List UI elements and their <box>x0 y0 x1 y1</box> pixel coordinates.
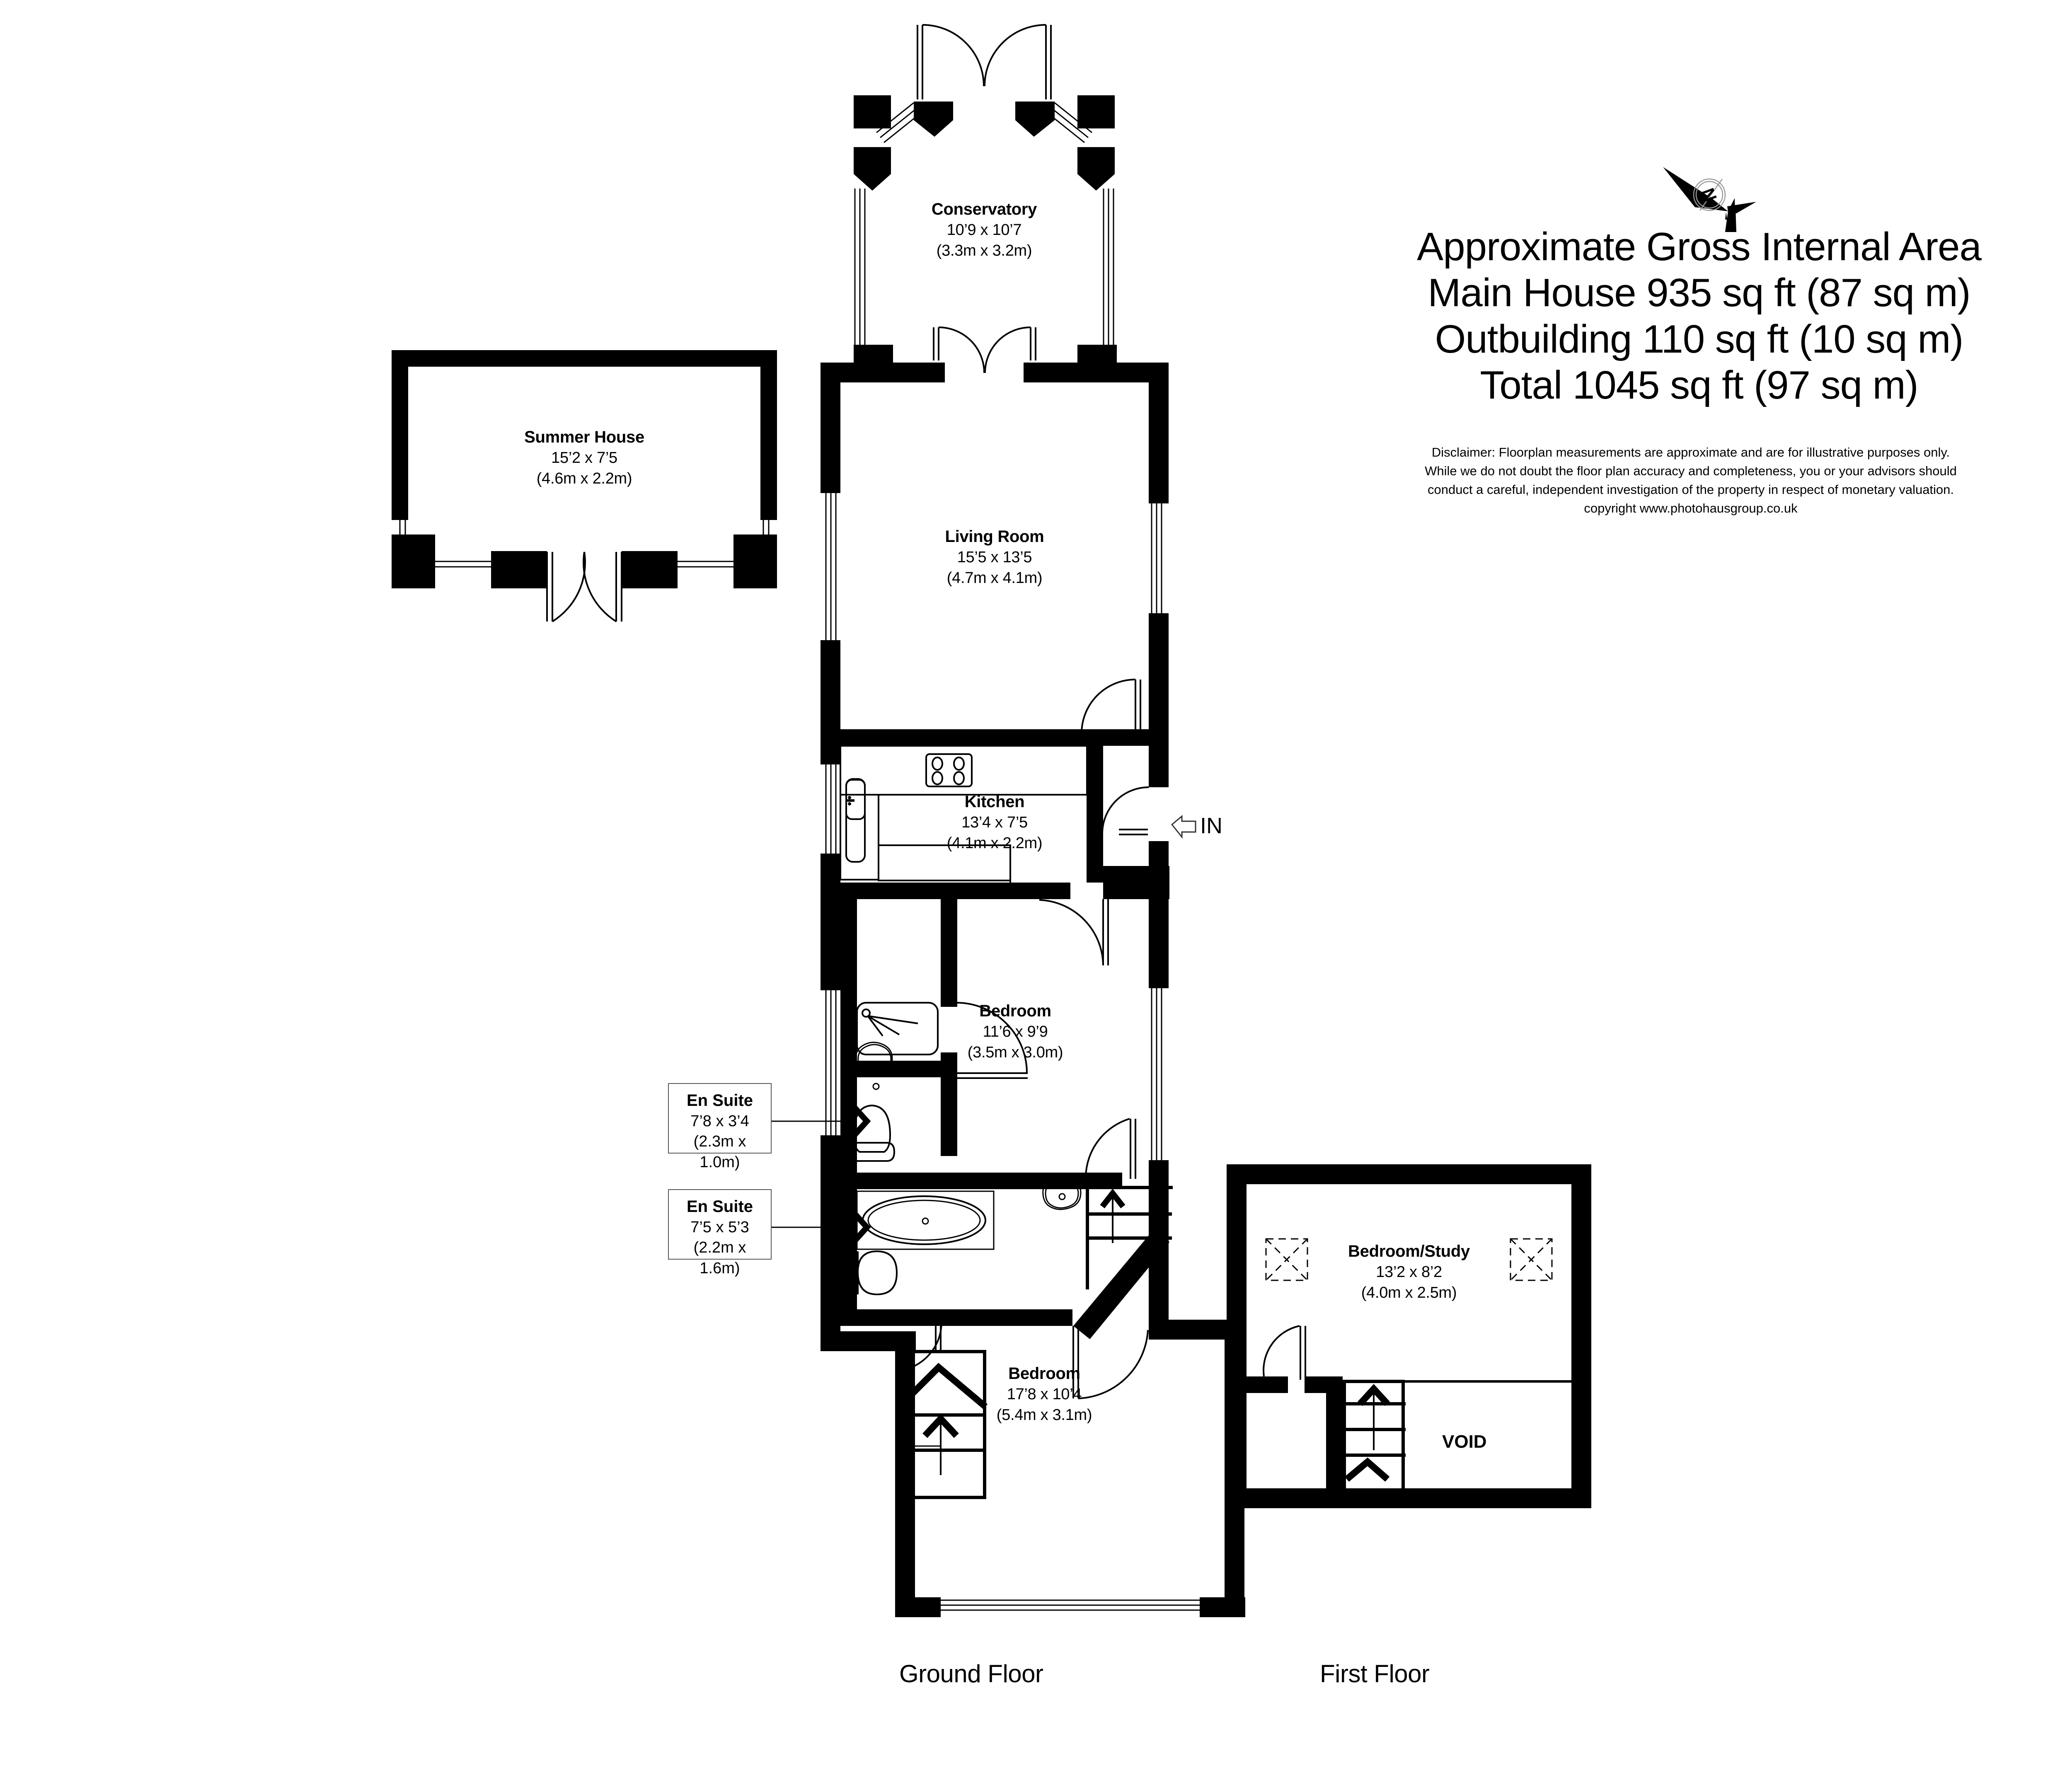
room-dim-imperial: 17’8 x 10’4 <box>1007 1386 1082 1403</box>
summer-house-outline <box>392 350 777 622</box>
room-dim-imperial: 11’6 x 9’9 <box>983 1023 1048 1041</box>
void-label: VOID <box>1442 1432 1487 1452</box>
room-name: En Suite <box>686 1091 753 1110</box>
disclaimer-line-3: conduct a careful, independent investiga… <box>1427 482 1954 497</box>
room-dim-metric: (4.0m x 2.5m) <box>1361 1284 1457 1301</box>
caption-ground-floor: Ground Floor <box>899 1660 1043 1688</box>
first-floor-outline <box>1227 1164 1591 1508</box>
disclaimer-line-2: While we do not doubt the floor plan acc… <box>1425 463 1957 478</box>
room-name: Bedroom <box>1008 1364 1080 1383</box>
room-label-bedroom-study: Bedroom/Study 13’2 x 8’2 (4.0m x 2.5m) <box>1322 1241 1496 1303</box>
room-label-conservatory: Conservatory 10’9 x 10’7 (3.3m x 3.2m) <box>901 199 1067 261</box>
room-dim-imperial: 13’4 x 7’5 <box>961 814 1028 832</box>
entrance-label: IN <box>1200 813 1222 838</box>
caption-first-floor: First Floor <box>1320 1660 1430 1688</box>
room-label-bedroom-1: Bedroom 11’6 x 9’9 (3.5m x 3.0m) <box>932 1001 1098 1063</box>
room-name: Living Room <box>945 527 1044 546</box>
room-dim-imperial: 13’2 x 8’2 <box>1376 1263 1442 1281</box>
total-area: Total 1045 sq ft (97 sq m) <box>1480 363 1918 408</box>
area-heading: Approximate Gross Internal Area <box>1417 225 1982 269</box>
room-name: Summer House <box>524 428 644 446</box>
room-name: Kitchen <box>964 793 1025 811</box>
area-summary-block: Approximate Gross Internal Area Main Hou… <box>1380 224 2018 408</box>
room-label-living-room: Living Room 15’5 x 13’5 (4.7m x 4.1m) <box>912 526 1077 588</box>
main-house-area: Main House 935 sq ft (87 sq m) <box>1428 271 1970 315</box>
room-dim-metric: (2.2m x 1.6m) <box>693 1239 746 1277</box>
callout-en-suite-1: En Suite 7’8 x 3’4 (2.3m x 1.0m) <box>668 1083 772 1171</box>
room-dim-imperial: 15’2 x 7’5 <box>551 449 617 467</box>
outbuilding-area: Outbuilding 110 sq ft (10 sq m) <box>1435 317 1964 361</box>
room-label-summer-house: Summer House 15’2 x 7’5 (4.6m x 2.2m) <box>501 427 667 489</box>
compass-rose-icon: N <box>1663 167 1756 232</box>
room-dim-imperial: 10’9 x 10’7 <box>946 221 1022 239</box>
room-dim-metric: (4.1m x 2.2m) <box>946 834 1043 852</box>
callout-en-suite-2: En Suite 7’5 x 5’3 (2.2m x 1.6m) <box>668 1189 772 1277</box>
room-dim-imperial: 7’5 x 5’3 <box>690 1219 749 1236</box>
disclaimer-block: Disclaimer: Floorplan measurements are a… <box>1380 443 2002 518</box>
room-label-bedroom-2: Bedroom 17’8 x 10’4 (5.4m x 3.1m) <box>961 1363 1127 1425</box>
room-dim-metric: (3.3m x 3.2m) <box>936 242 1032 259</box>
room-dim-metric: (4.7m x 4.1m) <box>946 569 1043 587</box>
room-label-kitchen: Kitchen 13’4 x 7’5 (4.1m x 2.2m) <box>912 791 1077 854</box>
room-dim-metric: (5.4m x 3.1m) <box>996 1406 1092 1424</box>
room-name: En Suite <box>686 1197 753 1216</box>
room-dim-imperial: 7’8 x 3’4 <box>690 1113 749 1130</box>
room-dim-metric: (4.6m x 2.2m) <box>536 469 632 487</box>
conservatory-outline <box>854 24 1115 373</box>
room-name: Bedroom <box>979 1002 1051 1020</box>
room-dim-imperial: 15’5 x 13’5 <box>957 549 1032 566</box>
entrance-arrow-icon <box>1171 815 1196 839</box>
disclaimer-line-1: Disclaimer: Floorplan measurements are a… <box>1431 445 1950 460</box>
room-name: Conservatory <box>931 200 1037 218</box>
room-dim-metric: (2.3m x 1.0m) <box>693 1133 746 1171</box>
room-name: Bedroom/Study <box>1348 1242 1470 1260</box>
copyright-line: copyright www.photohausgroup.co.uk <box>1584 501 1798 515</box>
room-dim-metric: (3.5m x 3.0m) <box>967 1043 1063 1061</box>
